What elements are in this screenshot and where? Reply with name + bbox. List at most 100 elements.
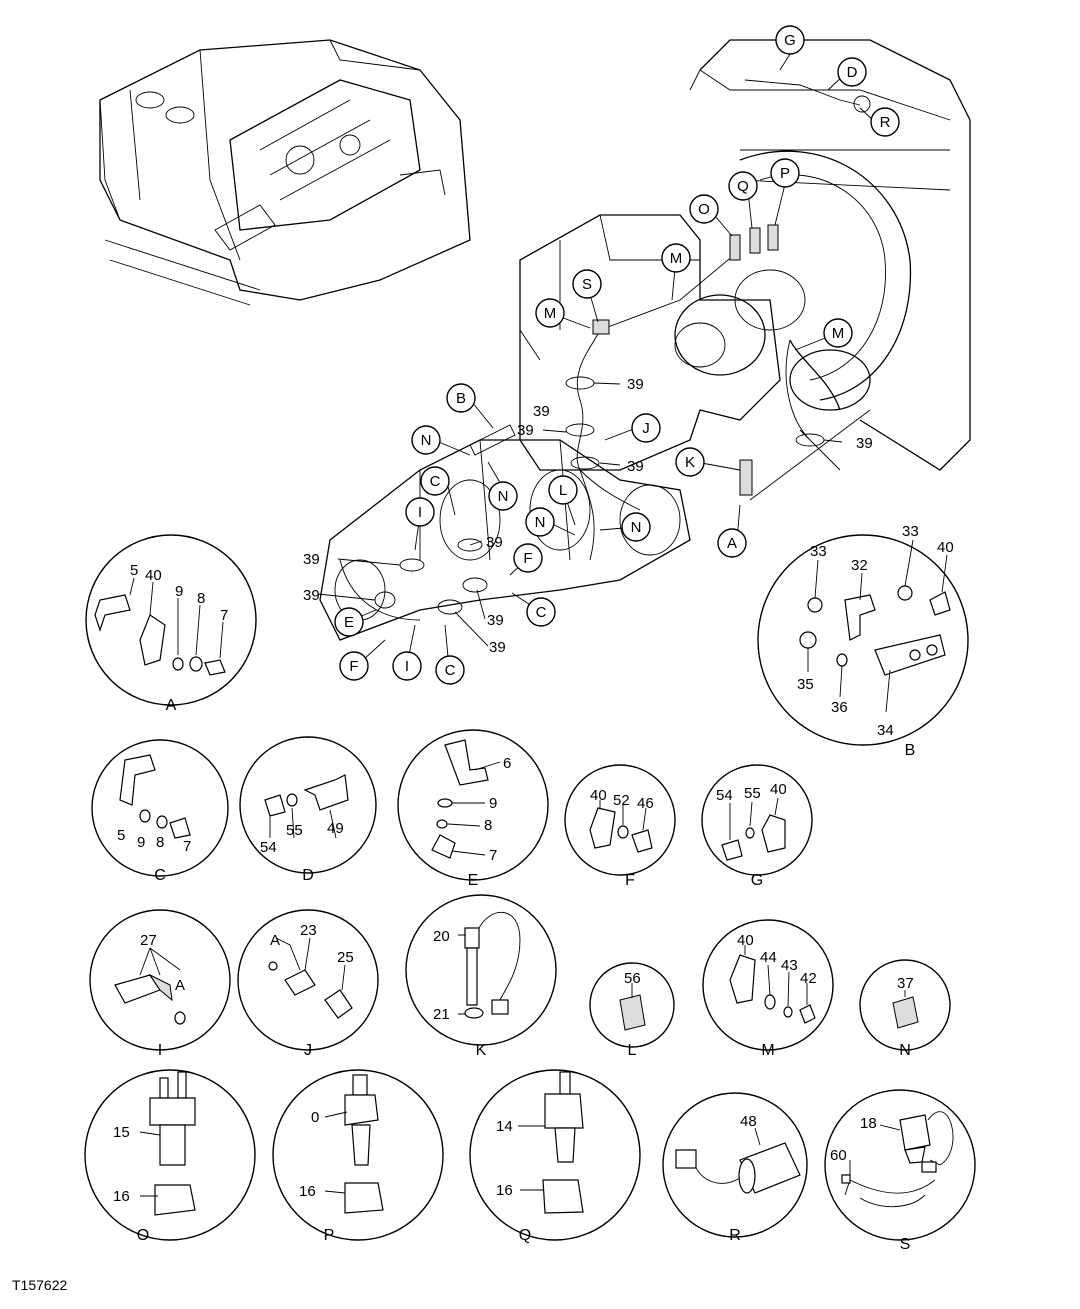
- detail-label: 34: [877, 722, 894, 739]
- detail-label: 32: [851, 557, 868, 574]
- detail-l: L 56: [589, 962, 675, 1059]
- detail-label: 60: [830, 1147, 847, 1164]
- engine-assembly-drawing: [319, 39, 971, 641]
- detail-caption: R: [729, 1227, 741, 1244]
- detail-caption: E: [468, 872, 479, 889]
- detail-label: 56: [624, 970, 641, 987]
- detail-label: 9: [175, 583, 183, 600]
- callout-label: C: [445, 662, 456, 679]
- part-number-label: 39: [627, 376, 644, 393]
- detail-label: A: [270, 932, 280, 949]
- detail-n: N 37: [859, 959, 951, 1059]
- detail-c: C 5 9 8 7: [91, 739, 229, 884]
- part-number-label: 39: [627, 458, 644, 475]
- detail-j: J A 23 25: [237, 909, 379, 1059]
- detail-label: 40: [737, 932, 754, 949]
- callout-label: A: [727, 535, 737, 552]
- part-number-label: 39: [533, 403, 550, 420]
- detail-s: S 18 60: [824, 1089, 976, 1253]
- detail-caption: K: [476, 1042, 487, 1059]
- callout-label: F: [349, 658, 358, 675]
- callout-label: S: [582, 276, 592, 293]
- detail-label: 40: [937, 539, 954, 556]
- overview-machine-drawing: [99, 39, 471, 306]
- detail-label: 5: [130, 562, 138, 579]
- callout-label: I: [418, 504, 422, 521]
- callout-label: N: [498, 488, 509, 505]
- callout-label: P: [780, 165, 790, 182]
- detail-label: 35: [797, 676, 814, 693]
- detail-label: 33: [902, 523, 919, 540]
- detail-label: 16: [113, 1188, 130, 1205]
- detail-label: 20: [433, 928, 450, 945]
- detail-label: 9: [137, 834, 145, 851]
- callout-label: K: [685, 454, 695, 471]
- detail-caption: D: [302, 867, 314, 884]
- detail-k: K 20 21: [405, 894, 557, 1059]
- detail-label: 54: [260, 839, 277, 856]
- callout-label: E: [344, 614, 354, 631]
- detail-label: 52: [613, 792, 630, 809]
- figure-id: T157622: [12, 1277, 67, 1293]
- detail-label: 44: [760, 949, 777, 966]
- detail-label: 7: [183, 838, 191, 855]
- leader-lines: [317, 53, 876, 668]
- detail-caption: Q: [519, 1227, 531, 1244]
- part-number-label: 39: [486, 534, 503, 551]
- callout-label: G: [784, 32, 796, 49]
- callout-label: B: [456, 390, 466, 407]
- detail-e: E 6 9 8 7: [397, 729, 549, 889]
- detail-caption: G: [751, 872, 763, 889]
- detail-label: 55: [286, 822, 303, 839]
- detail-a: A 5 40 9 8 7: [85, 534, 257, 714]
- detail-caption: C: [154, 867, 166, 884]
- callout-label: C: [430, 473, 441, 490]
- main-callouts: G D R O Q P M S M M B J K N N C L N N I …: [334, 25, 900, 685]
- part-number-label: 39: [517, 422, 534, 439]
- detail-label: 36: [831, 699, 848, 716]
- detail-caption: P: [324, 1227, 335, 1244]
- detail-label: 16: [496, 1182, 513, 1199]
- part-number-label: 39: [303, 551, 320, 568]
- detail-label: 42: [800, 970, 817, 987]
- detail-label: 6: [503, 755, 511, 772]
- callout-label: M: [544, 305, 557, 322]
- detail-label: 40: [145, 567, 162, 584]
- callout-label: N: [421, 432, 432, 449]
- detail-caption: O: [137, 1227, 149, 1244]
- detail-g: G 54 55 40: [701, 764, 813, 889]
- detail-f: F 40 52 46: [564, 764, 676, 889]
- part-number-label: 39: [856, 435, 873, 452]
- part-number-label: 39: [487, 612, 504, 629]
- detail-label: 5: [117, 827, 125, 844]
- detail-label: 9: [489, 795, 497, 812]
- detail-o: O 15 16: [84, 1069, 256, 1244]
- detail-label: 8: [197, 590, 205, 607]
- callout-label: L: [559, 482, 567, 499]
- detail-caption: A: [166, 697, 177, 714]
- detail-label: 8: [484, 817, 492, 834]
- detail-caption: J: [304, 1042, 312, 1059]
- detail-d: D 54 55 49: [239, 736, 377, 884]
- detail-label: 40: [770, 781, 787, 798]
- detail-caption: B: [905, 742, 916, 759]
- part-number-label: 39: [489, 639, 506, 656]
- detail-label: 37: [897, 975, 914, 992]
- callout-label: I: [405, 658, 409, 675]
- detail-label: 21: [433, 1006, 450, 1023]
- detail-label: 8: [156, 834, 164, 851]
- detail-b: B 33 32 33 40 35 36 34: [757, 523, 969, 759]
- detail-p: P 0 16: [272, 1069, 444, 1244]
- callout-label: C: [536, 604, 547, 621]
- detail-label: 25: [337, 949, 354, 966]
- detail-m: M 40 44 43 42: [702, 919, 834, 1059]
- detail-q: Q 14 16: [469, 1069, 641, 1244]
- detail-label: 46: [637, 795, 654, 812]
- callout-label: M: [670, 250, 683, 267]
- detail-label: 40: [590, 787, 607, 804]
- detail-caption: M: [761, 1042, 774, 1059]
- detail-label: 48: [740, 1113, 757, 1130]
- detail-label: 54: [716, 787, 733, 804]
